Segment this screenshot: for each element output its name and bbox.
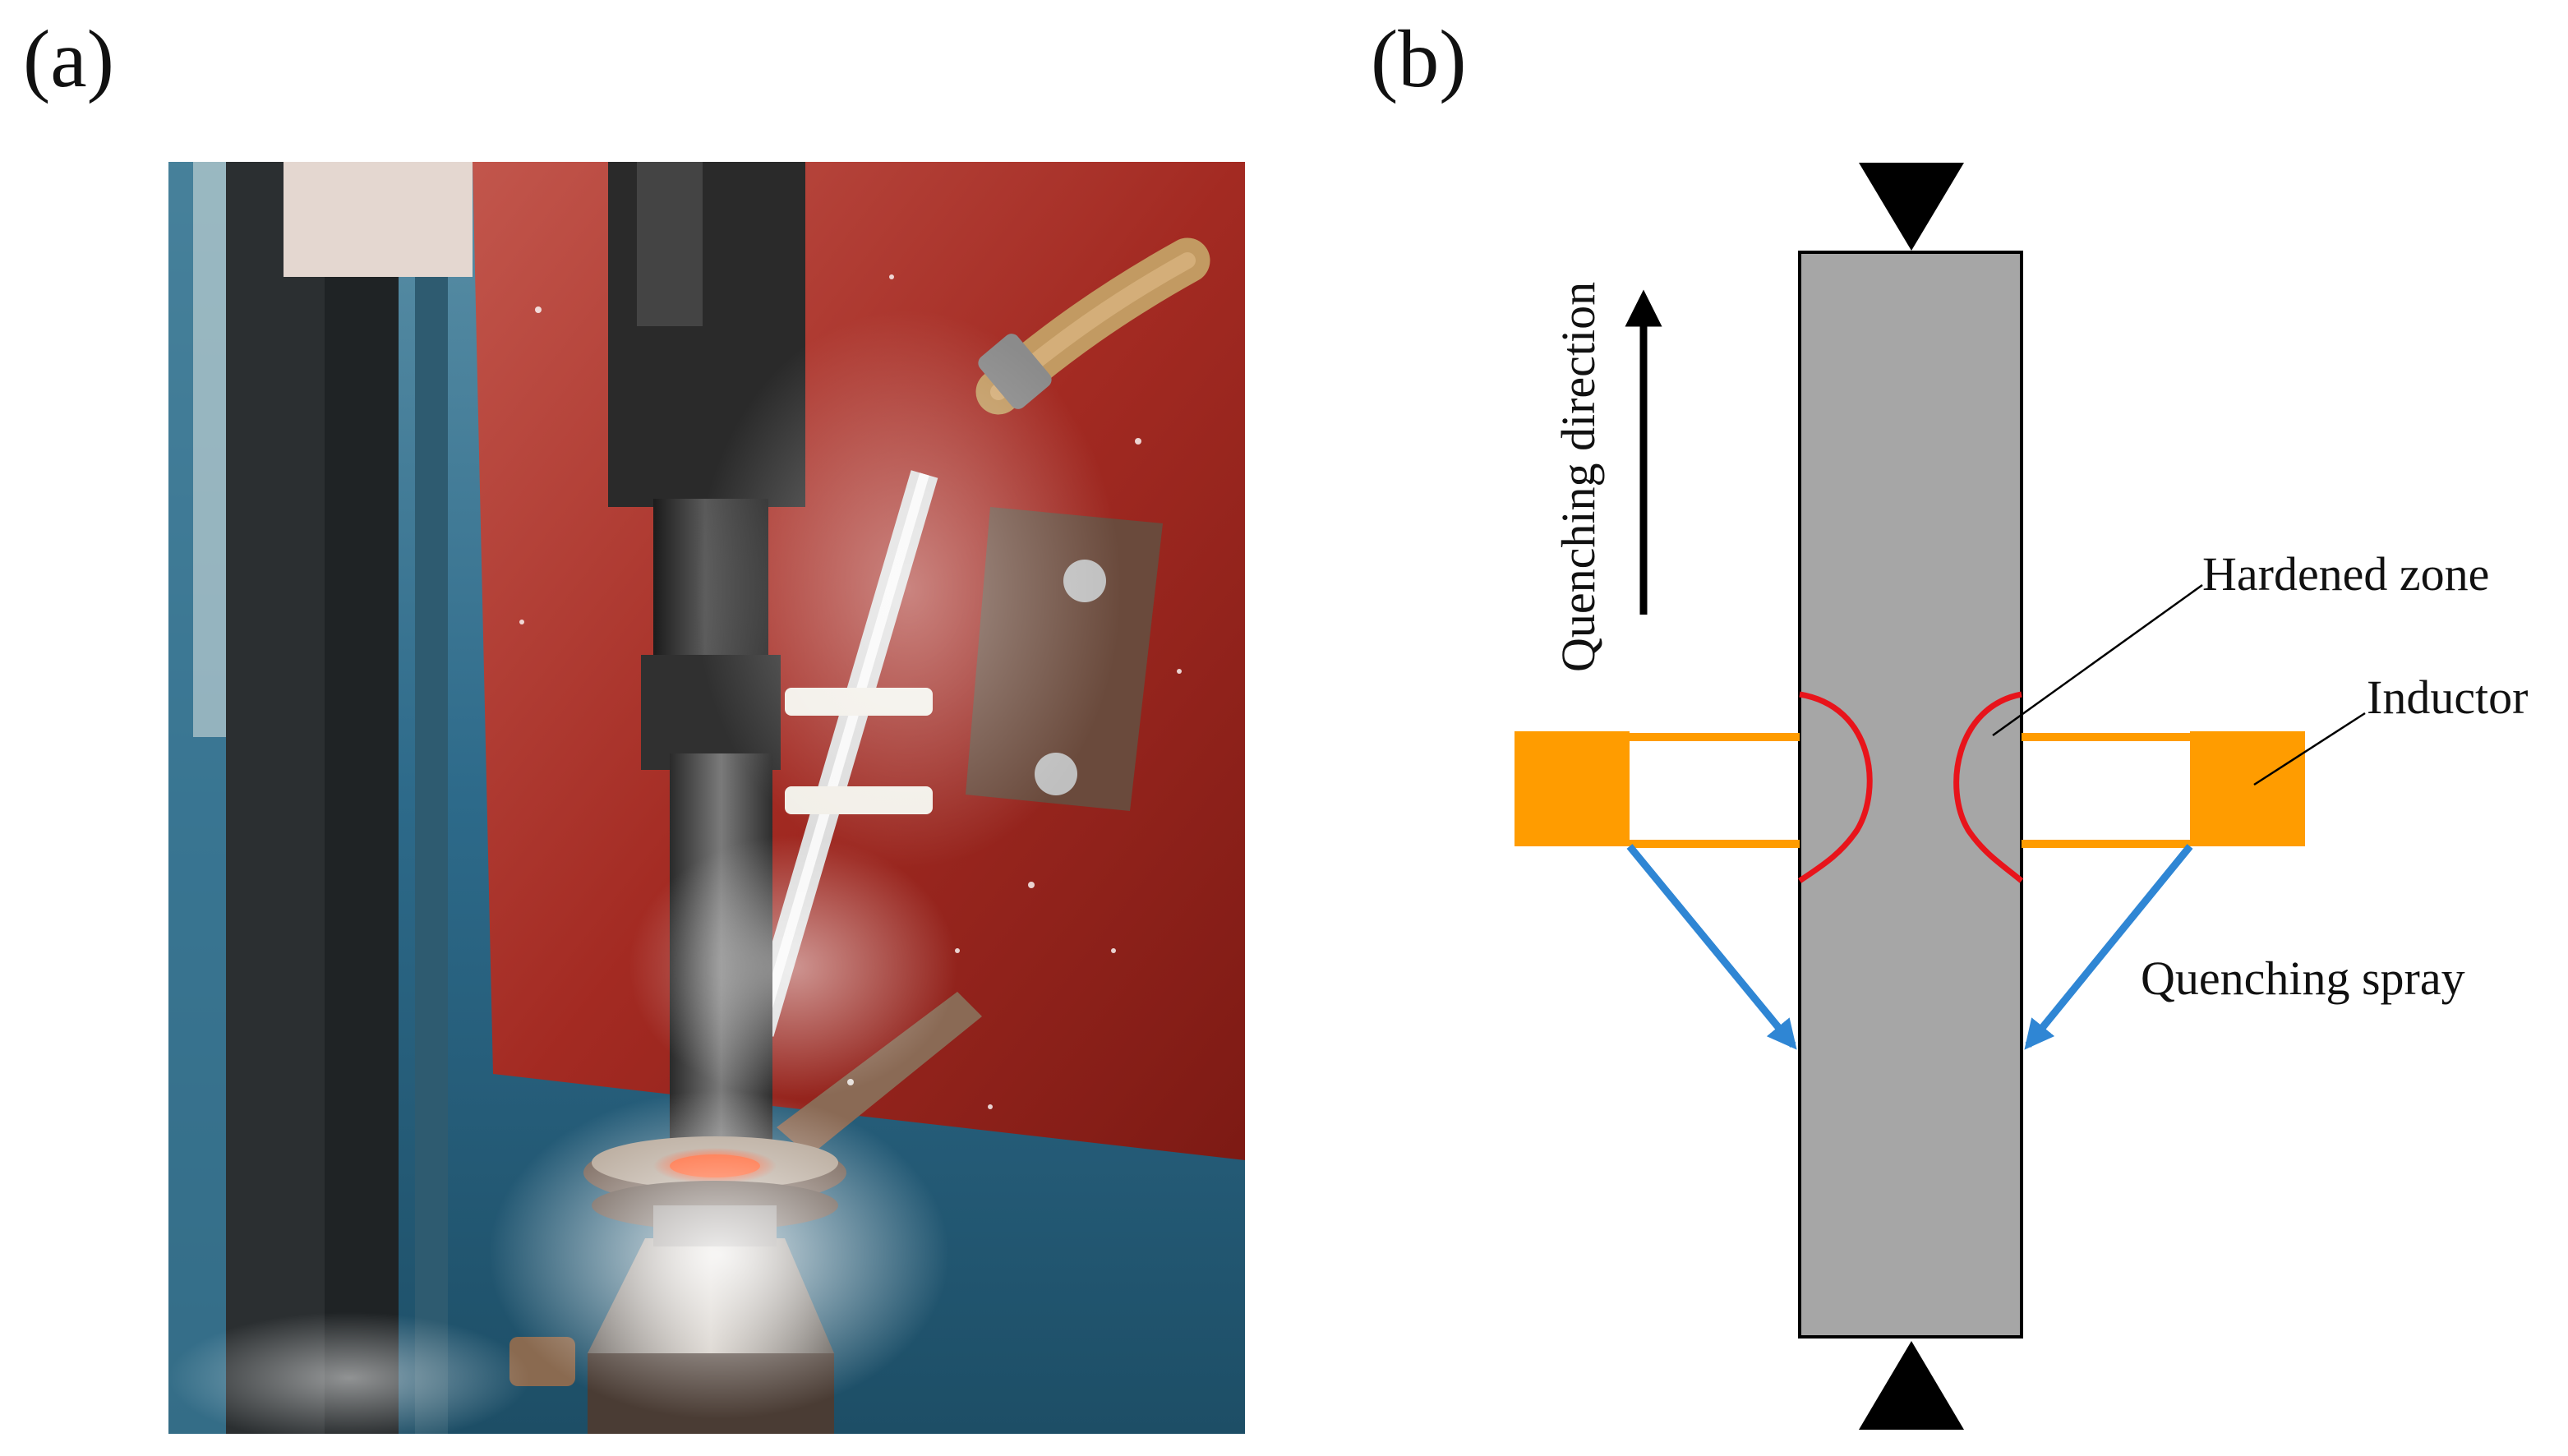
quenching-direction-label: Quenching direction: [1551, 282, 1605, 672]
specimen-bar: [1798, 251, 2023, 1339]
inductor-label: Inductor: [2367, 670, 2529, 724]
hardened-zone-leader: [1992, 583, 2203, 737]
hardened-zone-label: Hardened zone: [2202, 547, 2489, 601]
quenching-spray-label: Quenching spray: [2141, 951, 2465, 1005]
spray-arrow-right: [2024, 844, 2193, 1050]
inductor-leader: [2253, 712, 2366, 786]
top-grip-marker: [1859, 163, 1964, 251]
hardened-zone-left: [1798, 691, 1873, 883]
hardened-zone-right: [1953, 691, 2024, 883]
inductor-left-block: [1515, 731, 1630, 846]
induction-setup-photo: [168, 162, 1245, 1434]
panel-b-label: (b): [1371, 13, 1467, 104]
bottom-grip-marker: [1859, 1341, 1964, 1430]
panel-a-label: (a): [23, 13, 114, 104]
hardening-schematic: Quenching direction Hardened zone Induct…: [1515, 163, 2529, 1430]
spray-arrow-left: [1626, 844, 1797, 1050]
inductor-right-block: [2190, 731, 2305, 846]
